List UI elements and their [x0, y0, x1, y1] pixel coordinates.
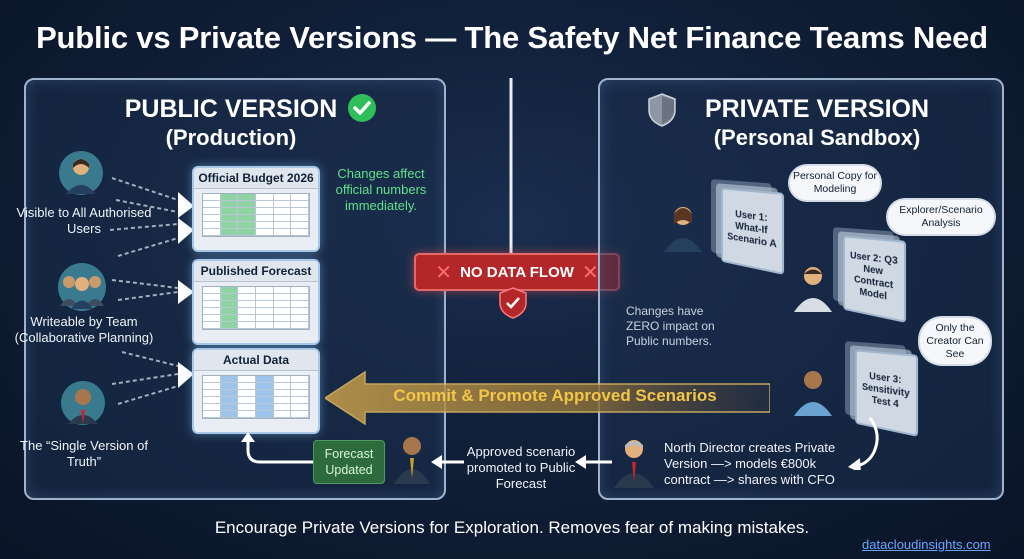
- check-circle-icon: [348, 94, 376, 122]
- approved-arrow-left: [431, 455, 464, 469]
- page-title: Public vs Private Versions — The Safety …: [36, 20, 988, 55]
- commit-promote-label: Commit & Promote Approved Scenarios: [393, 386, 717, 405]
- cloud-explorer-analysis: Explorer/Scenario Analysis: [888, 200, 994, 234]
- truth-avatar-icon: [61, 381, 105, 425]
- motion-arrows: [109, 177, 194, 405]
- private-change-note: Changes have ZERO impact on Public numbe…: [626, 304, 715, 348]
- table-published-forecast: Published Forecast: [192, 259, 320, 345]
- scenario-card-user1: User 1: What-If Scenario A: [721, 187, 785, 275]
- label-writeable-by-team: Writeable by Team (Collaborative Plannin…: [14, 314, 154, 345]
- shield-alert-icon: [499, 287, 527, 319]
- user1-avatar-icon: [664, 207, 702, 252]
- table-actual-data: Actual Data: [192, 348, 320, 434]
- director-avatar-icon: [614, 440, 654, 488]
- shield-icon: [648, 93, 676, 127]
- mini-spreadsheet: [202, 375, 310, 419]
- public-heading-sub: (Production): [165, 125, 297, 150]
- table-title: Actual Data: [194, 350, 318, 371]
- no-data-flow-label: NO DATA FLOW: [460, 263, 574, 281]
- bottom-tagline: Encourage Private Versions for Explorati…: [214, 518, 810, 537]
- table-official-budget: Official Budget 2026: [192, 166, 320, 252]
- user-avatar-icon: [59, 151, 103, 195]
- private-heading-sub: (Personal Sandbox): [713, 125, 921, 150]
- user2-avatar-icon: [794, 267, 832, 312]
- public-heading-title: PUBLIC VERSION: [124, 95, 338, 123]
- cloud-only-creator: Only the Creator Can See: [920, 318, 990, 364]
- public-change-note: Changes affect official numbers immediat…: [335, 166, 427, 213]
- private-version-panel: PRIVATE VERSION (Personal Sandbox): [598, 78, 1004, 500]
- private-heading-title: PRIVATE VERSION: [704, 95, 930, 123]
- manager-avatar-icon: [394, 437, 430, 484]
- user3-avatar-icon: [794, 371, 832, 416]
- team-avatar-icon: [58, 263, 106, 311]
- forecast-updated-badge: Forecast Updated: [313, 440, 385, 484]
- approved-note: Approved scenario promoted to Public For…: [466, 444, 576, 491]
- cloud-personal-copy: Personal Copy for Modeling: [790, 166, 880, 200]
- private-heading: PRIVATE VERSION (Personal Sandbox): [662, 94, 972, 152]
- label-visible-to-all: Visible to All Authorised Users: [16, 205, 152, 236]
- curved-arrow-director: [848, 417, 879, 470]
- center-divider: [509, 78, 513, 253]
- approved-arrow: [575, 455, 612, 469]
- label-single-version: The “Single Version of Truth”: [20, 438, 148, 469]
- scenario-card-user2: User 2: Q3 New Contract Model: [843, 235, 907, 323]
- table-title: Published Forecast: [194, 261, 318, 282]
- mini-spreadsheet: [202, 286, 310, 330]
- director-note: North Director creates Private Version —…: [664, 440, 836, 487]
- public-heading: PUBLIC VERSION (Production): [116, 94, 346, 152]
- mini-spreadsheet: [202, 193, 310, 237]
- x-icon: ✕: [581, 261, 599, 284]
- x-icon: ✕: [435, 261, 453, 284]
- site-link[interactable]: datacloudinsights.com: [862, 537, 991, 552]
- commit-promote-arrow: [325, 370, 770, 426]
- table-title: Official Budget 2026: [194, 168, 318, 189]
- return-arrow: [241, 432, 315, 464]
